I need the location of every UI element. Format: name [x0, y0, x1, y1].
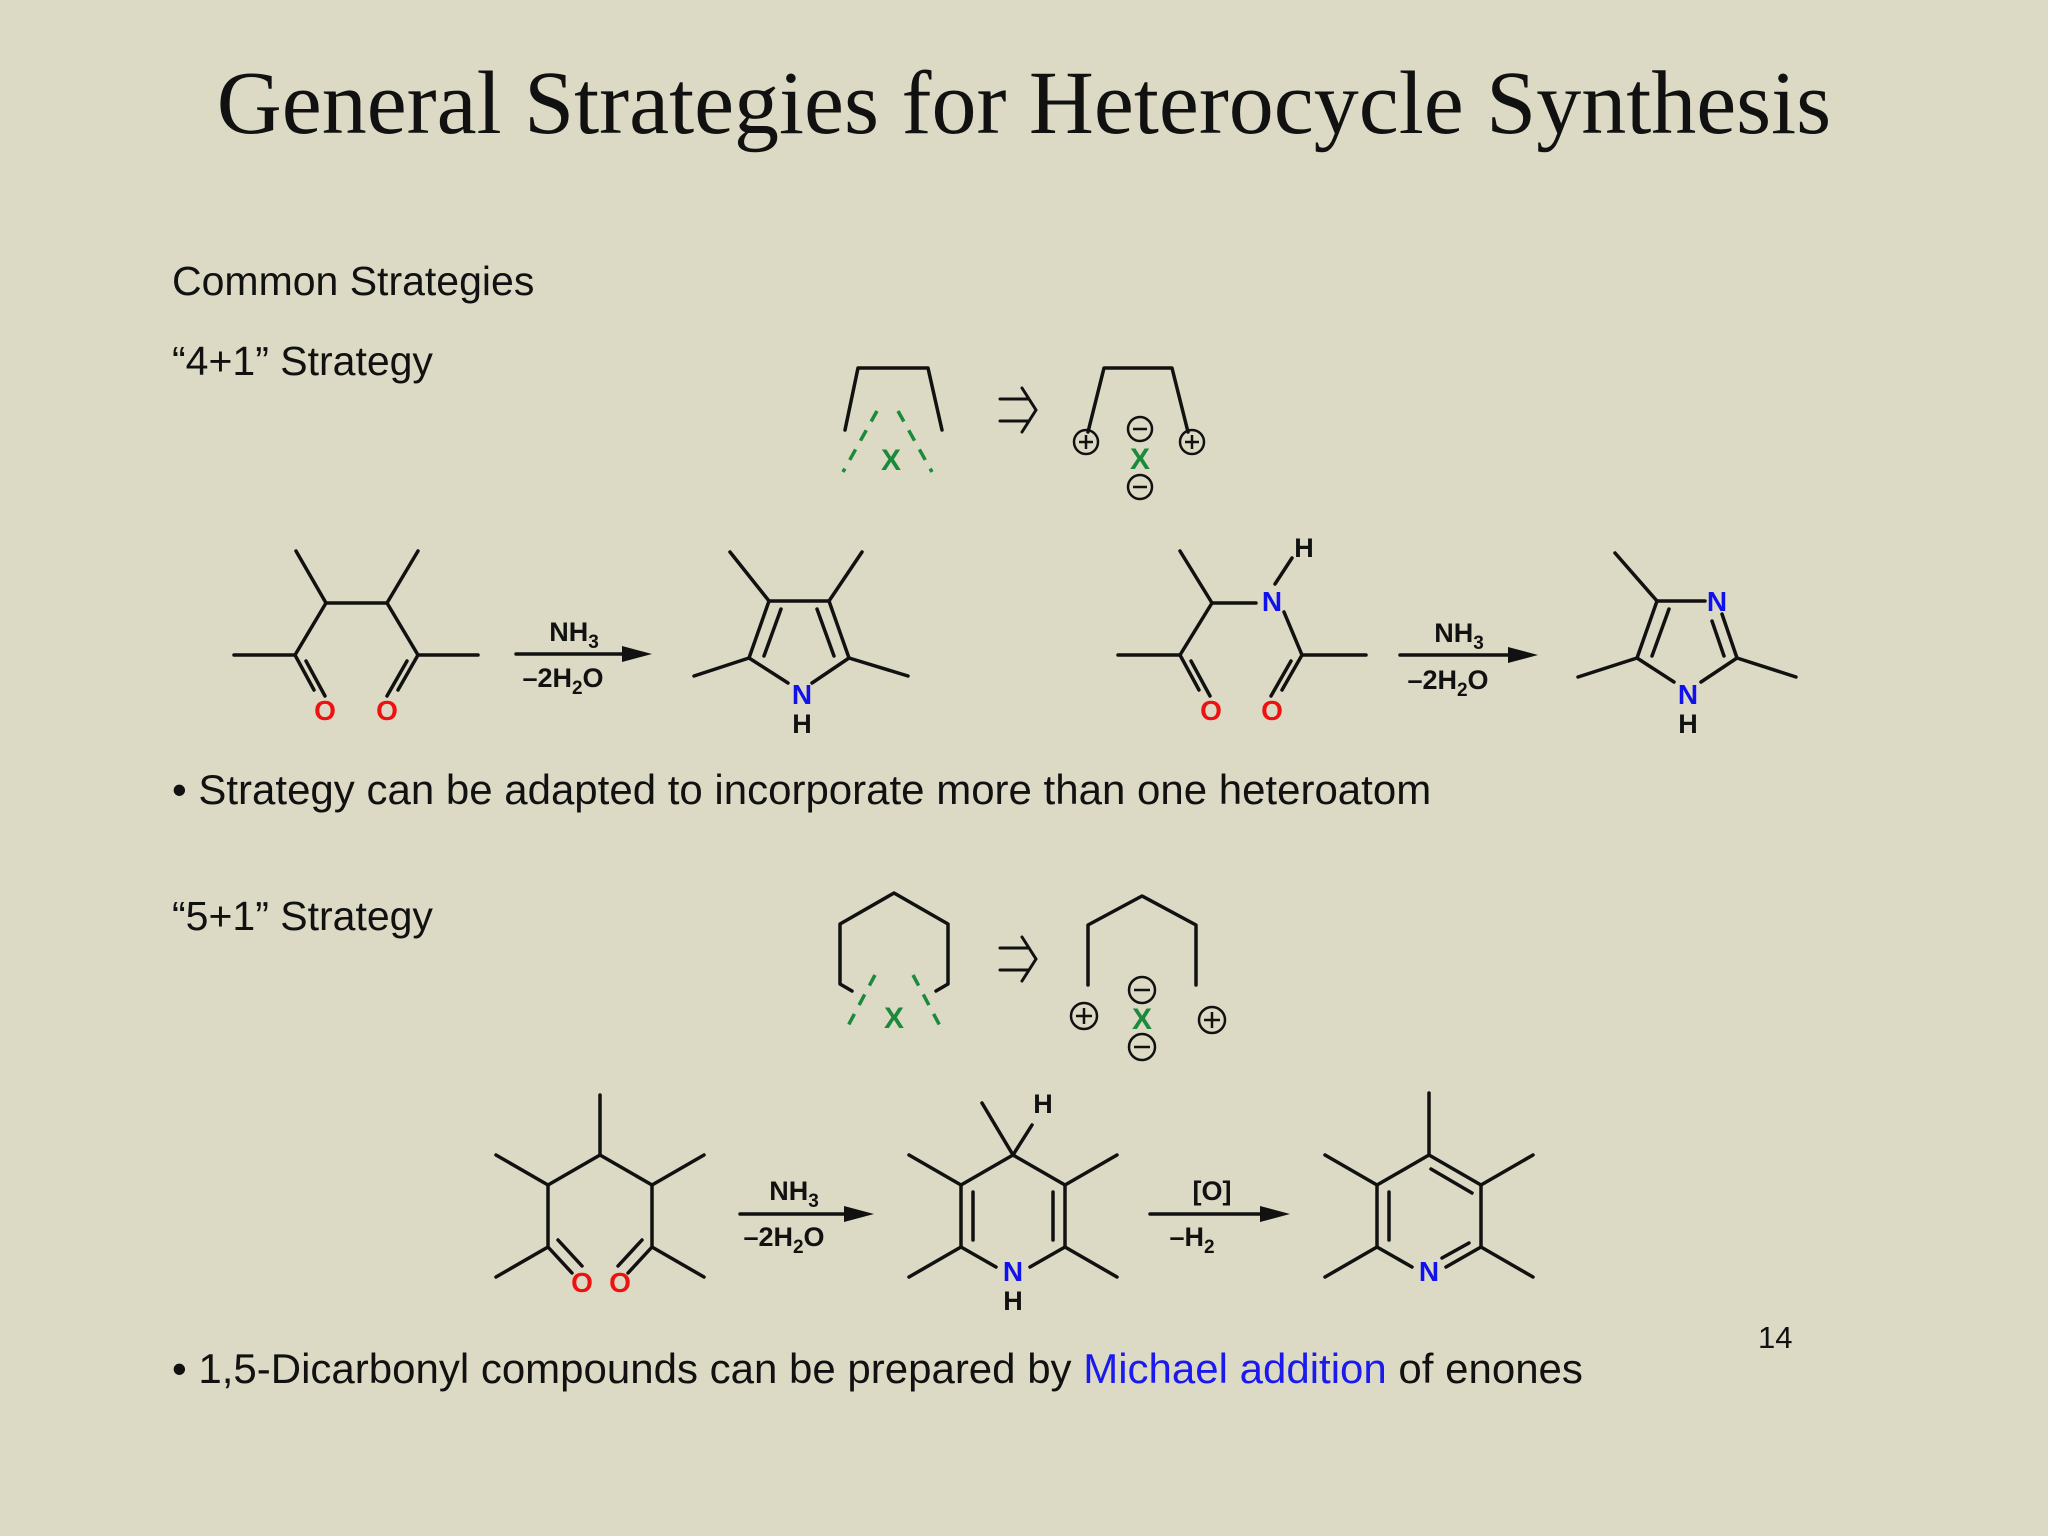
retrosynthesis-arrow-2 [998, 935, 1038, 983]
pyrrole-product: N H [692, 550, 910, 739]
plus-charge-icon [1072, 428, 1100, 456]
reagent-minus-water: –2H2O [1407, 665, 1488, 701]
reaction-arrow-oxidation: [O] –H2 [1148, 1176, 1290, 1258]
minus-charge-icon [1127, 1032, 1157, 1062]
reagent-nh3: NH3 [769, 1176, 819, 1212]
minus-charge-icon [1126, 473, 1154, 501]
atom-h: H [792, 709, 812, 739]
keto-amide: N H O O [1116, 533, 1368, 726]
slide-title: General Strategies for Heterocycle Synth… [216, 54, 1832, 153]
synthon-5plus1: X [1069, 894, 1227, 1062]
plus-charge-icon [1178, 428, 1206, 456]
imidazole-product: N N H [1576, 551, 1798, 739]
bullet-michael-text-2: of enones [1386, 1345, 1583, 1392]
strategy-5plus1-label: “5+1” Strategy [172, 893, 433, 939]
atom-h: H [1678, 709, 1698, 739]
michael-addition-link[interactable]: Michael addition [1083, 1345, 1387, 1392]
atom-o: O [1261, 695, 1283, 726]
reagent-nh3: NH3 [549, 617, 599, 653]
atom-o: O [314, 695, 336, 726]
atom-o: O [376, 695, 398, 726]
atom-n: N [792, 679, 812, 710]
atom-x: X [1130, 443, 1150, 476]
section-heading: Common Strategies [172, 258, 535, 304]
reaction-arrow-nh3-3: NH3 –2H2O [738, 1176, 874, 1258]
bullet-heteroatom: • Strategy can be adapted to incorporate… [172, 766, 1432, 813]
atom-o: O [1200, 695, 1222, 726]
minus-charge-icon [1126, 415, 1154, 443]
reagent-minus-h2: –H2 [1169, 1222, 1214, 1258]
pyridine-product: N [1323, 1091, 1535, 1287]
plus-charge-icon [1069, 1001, 1099, 1031]
page-number: 14 [1758, 1320, 1793, 1355]
atom-n: N [1707, 586, 1727, 617]
bullet-michael: • 1,5-Dicarbonyl compounds can be prepar… [172, 1345, 1583, 1393]
reagent-nh3: NH3 [1434, 618, 1484, 654]
atom-o: O [571, 1267, 593, 1298]
diketone-15: O O [494, 1093, 706, 1298]
diketone-14: O O [232, 549, 480, 726]
cyclopentane-disconnection: X [841, 366, 944, 477]
reagent-minus-water: –2H2O [522, 663, 603, 699]
dihydropyridine-product: H N H [907, 1089, 1119, 1316]
retrosynthesis-arrow-1 [998, 386, 1038, 434]
reagent-oxidant: [O] [1193, 1176, 1232, 1206]
atom-n: N [1003, 1256, 1023, 1287]
cyclohexane-disconnection: X [838, 891, 950, 1035]
plus-charge-icon [1197, 1005, 1227, 1035]
atom-o: O [609, 1267, 631, 1298]
atom-x: X [1132, 1003, 1152, 1036]
reaction-arrow-nh3-1: NH3 –2H2O [514, 617, 652, 699]
atom-h: H [1033, 1089, 1053, 1119]
atom-n: N [1678, 679, 1698, 710]
strategy-4plus1-label: “4+1” Strategy [172, 338, 433, 384]
atom-n: N [1419, 1256, 1439, 1287]
reagent-minus-water: –2H2O [743, 1222, 824, 1258]
minus-charge-icon [1127, 975, 1157, 1005]
atom-x: X [881, 444, 901, 477]
reaction-arrow-nh3-2: NH3 –2H2O [1398, 618, 1538, 701]
atom-h: H [1294, 533, 1314, 563]
synthon-4plus1: X [1072, 366, 1206, 501]
bullet-michael-text-1: • 1,5-Dicarbonyl compounds can be prepar… [172, 1345, 1084, 1392]
atom-h: H [1003, 1286, 1023, 1316]
atom-n: N [1262, 586, 1282, 617]
atom-x: X [884, 1002, 904, 1035]
